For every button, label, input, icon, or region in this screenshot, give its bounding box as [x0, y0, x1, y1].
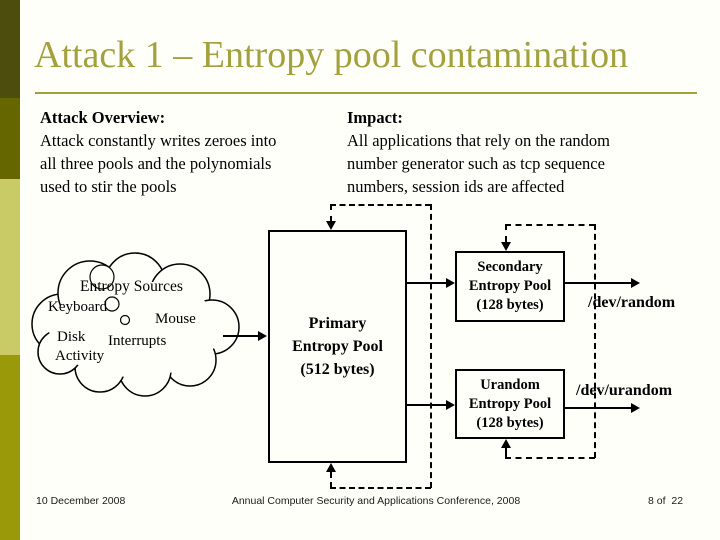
urandom-pool-name: Entropy Pool	[468, 395, 552, 412]
urandom-entropy-pool-box: Urandom Entropy Pool (128 bytes)	[455, 369, 565, 439]
arrowhead-icon	[631, 278, 640, 288]
entropy-sources-cloud	[31, 252, 240, 397]
impact-block: Impact: All applications that rely on th…	[347, 106, 677, 198]
sidebar-accent-light	[0, 179, 20, 355]
arrowhead-icon	[258, 331, 267, 341]
footer-conference: Annual Computer Security and Application…	[231, 495, 521, 507]
attack-overview-line: Attack constantly writes zeroes into	[40, 131, 277, 150]
impact-line: All applications that rely on the random	[347, 131, 611, 150]
primary-pool-name: Entropy Pool	[292, 338, 383, 355]
primary-entropy-pool-box: Primary Entropy Pool (512 bytes)	[268, 230, 407, 463]
footer-date: 10 December 2008	[36, 495, 126, 507]
cloud-title: Entropy Sources	[80, 278, 183, 295]
cloud-bump-icon	[119, 314, 131, 326]
arrowhead-icon	[501, 242, 511, 251]
arrowhead-icon	[631, 403, 640, 413]
arrowhead-icon	[326, 463, 336, 472]
impact-heading: Impact:	[347, 108, 403, 127]
arrowhead-icon	[446, 278, 455, 288]
primary-pool-name: Primary	[308, 315, 367, 332]
secondary-pool-name: Entropy Pool	[468, 278, 552, 294]
urandom-pool-name: Urandom	[480, 376, 540, 393]
arrowhead-icon	[446, 400, 455, 410]
dev-urandom-label: /dev/urandom	[576, 382, 673, 399]
sidebar-accent-olive	[0, 355, 20, 540]
arrowhead-icon	[326, 221, 336, 230]
attack-overview-line: used to stir the pools	[40, 177, 177, 196]
attack-overview-block: Attack Overview: Attack constantly write…	[40, 106, 340, 198]
impact-line: number generator such as tcp sequence	[347, 154, 605, 173]
cloud-bump-icon	[89, 264, 115, 290]
footer-page-number: 8 of 22	[648, 495, 684, 507]
secondary-pool-size: (128 bytes)	[476, 297, 544, 313]
cloud-source-interrupts: Interrupts	[108, 333, 167, 349]
cloud-source-activity: Activity	[55, 348, 105, 364]
secondary-entropy-pool-box: Secondary Entropy Pool (128 bytes)	[455, 251, 565, 322]
sidebar-accent-medium	[0, 98, 20, 179]
cloud-source-mouse: Mouse	[155, 311, 196, 327]
dev-random-label: /dev/random	[588, 294, 676, 311]
cloud-source-keyboard: Keyboard	[48, 299, 108, 315]
cloud-bump-icon	[104, 296, 120, 312]
title-underline	[35, 92, 697, 94]
slide-title: Attack 1 – Entropy pool contamination	[34, 34, 629, 76]
sidebar-accent-dark	[0, 0, 20, 98]
cloud-source-disk: Disk	[57, 329, 86, 345]
attack-overview-heading: Attack Overview:	[40, 108, 166, 127]
impact-line: numbers, session ids are affected	[347, 177, 565, 196]
urandom-pool-size: (128 bytes)	[476, 414, 544, 431]
arrowhead-icon	[501, 439, 511, 448]
attack-overview-line: all three pools and the polynomials	[40, 154, 272, 173]
secondary-pool-name: Secondary	[477, 259, 543, 275]
primary-pool-size: (512 bytes)	[300, 361, 375, 378]
